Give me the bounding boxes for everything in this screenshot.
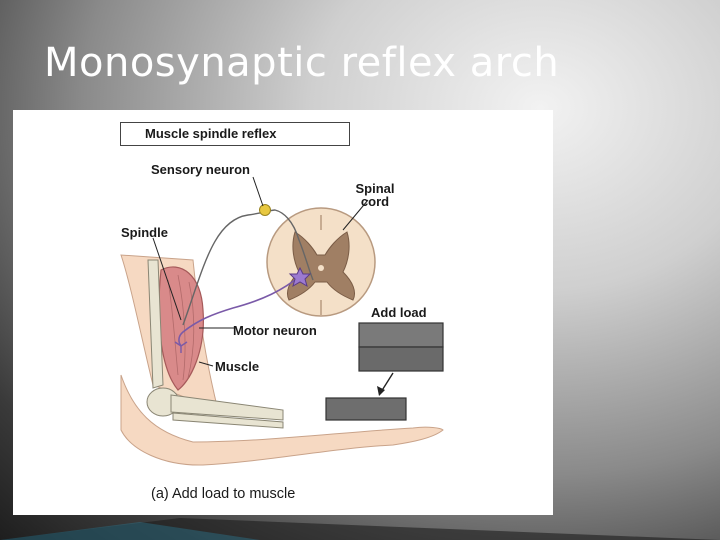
label-motor-neuron: Motor neuron [233, 323, 317, 338]
weight-on-hand [326, 398, 406, 420]
weight-block-upper [359, 323, 443, 347]
reflex-diagram: Muscle spindle reflex Sensory neuron Spi… [13, 110, 553, 515]
label-spinal-cord-line2: cord [351, 195, 399, 208]
label-add-load: Add load [371, 305, 427, 320]
slide-decoration [0, 510, 720, 540]
reflex-illustration [13, 110, 553, 515]
figure-caption: (a) Add load to muscle [151, 486, 295, 502]
weight-block-lower [359, 347, 443, 371]
sensory-ganglion [260, 205, 271, 216]
label-spindle: Spindle [121, 225, 168, 240]
label-muscle: Muscle [215, 359, 259, 374]
leader-sensory [253, 177, 263, 206]
diagram-title-box: Muscle spindle reflex [120, 122, 350, 146]
label-sensory-neuron: Sensory neuron [151, 162, 250, 177]
label-spinal-cord: Spinal cord [351, 182, 399, 208]
slide-title: Monosynaptic reflex arch [44, 40, 559, 86]
